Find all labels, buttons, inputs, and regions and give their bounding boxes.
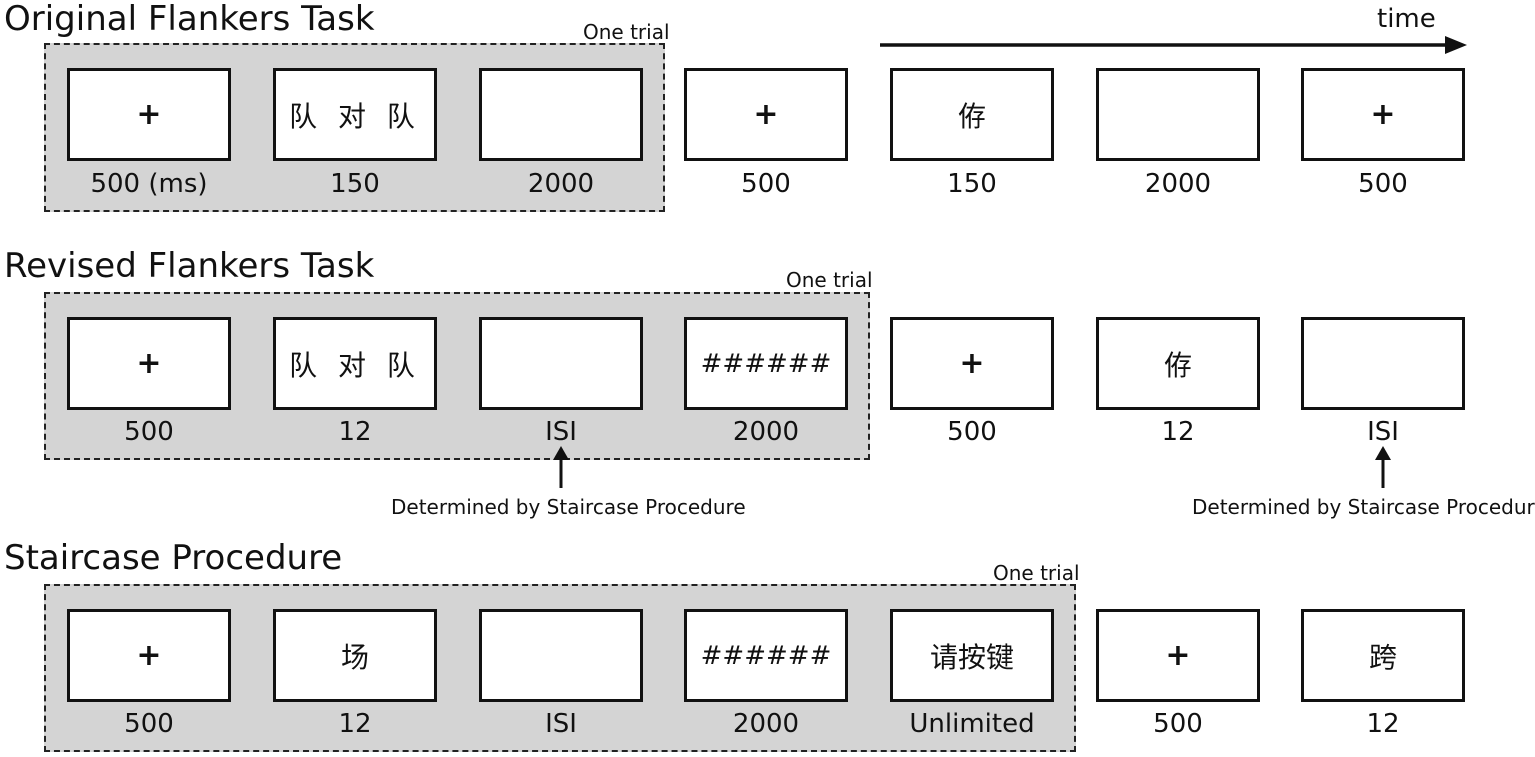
section-title: Original Flankers Task: [4, 0, 375, 39]
duration-label: 12: [1366, 709, 1400, 739]
duration-label: ISI: [545, 709, 577, 739]
duration-label: 12: [338, 417, 372, 447]
up-arrow-icon: [1375, 446, 1391, 488]
up-arrow-icon: [553, 446, 569, 488]
duration-label: Unlimited: [909, 709, 1035, 739]
one-trial-label: One trial: [993, 561, 1080, 585]
duration-label: ISI: [1367, 417, 1399, 447]
duration-label: 2000: [732, 709, 800, 739]
response-prompt-screen: 请按键: [890, 609, 1054, 702]
staircase-annotation: Determined by Staircase Procedure: [1192, 495, 1535, 519]
duration-label: 2000: [732, 417, 800, 447]
blank-screen: [1096, 68, 1260, 161]
blank-screen: [479, 609, 643, 702]
time-arrow-icon: [880, 36, 1467, 54]
duration-label: 150: [330, 169, 380, 199]
section-title: Revised Flankers Task: [4, 246, 375, 286]
one-trial-label: One trial: [583, 20, 670, 44]
blank-screen: [1301, 317, 1465, 410]
one-trial-label: One trial: [786, 268, 873, 292]
blank-screen: [479, 68, 643, 161]
fixation-screen: +: [67, 609, 231, 702]
mask-screen: ######: [684, 317, 848, 410]
duration-label: 500: [741, 169, 791, 199]
character-stimulus-screen: 场: [273, 609, 437, 702]
staircase-annotation: Determined by Staircase Procedure: [391, 495, 746, 519]
duration-label: 2000: [527, 169, 595, 199]
duration-label: 500: [1358, 169, 1408, 199]
mask-screen: ######: [684, 609, 848, 702]
character-stimulus-screen: 侟: [1096, 317, 1260, 410]
duration-label: 500 (ms): [90, 169, 208, 199]
duration-label: 500: [1153, 709, 1203, 739]
fixation-screen: +: [67, 68, 231, 161]
fixation-screen: +: [1301, 68, 1465, 161]
time-label: time: [1377, 4, 1436, 34]
fixation-screen: +: [1096, 609, 1260, 702]
character-stimulus-screen: 侟: [890, 68, 1054, 161]
duration-label: 500: [124, 417, 174, 447]
duration-label: 12: [1161, 417, 1195, 447]
fixation-screen: +: [890, 317, 1054, 410]
duration-label: 12: [338, 709, 372, 739]
blank-screen: [479, 317, 643, 410]
duration-label: 500: [947, 417, 997, 447]
flanker-stimulus-screen: 队 对 队: [273, 317, 437, 410]
flanker-stimulus-screen: 队 对 队: [273, 68, 437, 161]
duration-label: ISI: [545, 417, 577, 447]
section-title: Staircase Procedure: [4, 538, 343, 578]
duration-label: 150: [947, 169, 997, 199]
duration-label: 2000: [1144, 169, 1212, 199]
duration-label: 500: [124, 709, 174, 739]
fixation-screen: +: [67, 317, 231, 410]
fixation-screen: +: [684, 68, 848, 161]
character-stimulus-screen: 跨: [1301, 609, 1465, 702]
